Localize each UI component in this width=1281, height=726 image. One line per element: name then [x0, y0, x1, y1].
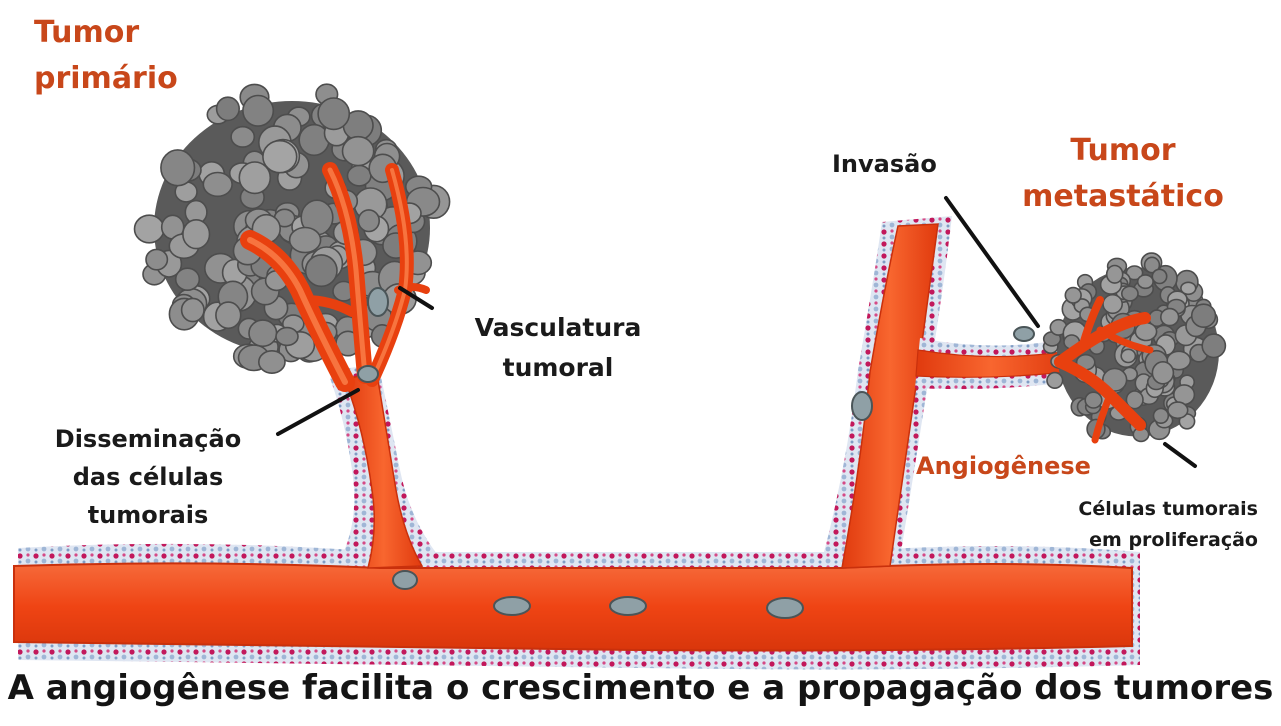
tumor-cell	[290, 228, 321, 253]
main-vessel-lumen	[14, 563, 1132, 650]
circulating-tumor-cell	[368, 288, 388, 316]
circulating-tumor-cell	[610, 597, 646, 615]
tumor-cell	[1107, 266, 1123, 284]
circulating-tumor-cell	[1014, 327, 1034, 341]
circulating-tumor-cell	[494, 597, 530, 615]
label-metastatic-tumor: Tumor metastático	[1018, 128, 1228, 220]
tumor-cell	[182, 298, 204, 321]
circulating-tumor-cell	[393, 571, 417, 589]
pointer-proliferating-cells	[1165, 444, 1195, 466]
tumor-cell	[259, 351, 285, 373]
circulating-tumor-cell	[767, 598, 803, 618]
tumor-cell	[1154, 408, 1169, 423]
tumor-cell	[318, 98, 349, 129]
tumor-cell	[1152, 269, 1166, 283]
tumor-cell	[243, 96, 273, 127]
tumor-cell	[1181, 282, 1196, 294]
tumor-cell	[276, 328, 298, 346]
label-angiogenesis: Angiogênese	[916, 452, 1091, 480]
label-tumor-vasculature: Vasculatura tumoral	[468, 308, 648, 388]
tumor-cell	[1192, 304, 1216, 327]
label-primary-tumor: Tumor primário	[34, 10, 178, 102]
tumor-cell	[1202, 334, 1225, 357]
tumor-cell	[263, 141, 297, 173]
label-proliferating-cells: Células tumorais em proliferação	[1030, 494, 1258, 556]
tumor-cell	[1138, 275, 1153, 288]
tumor-cell	[1161, 309, 1179, 326]
caption: A angiogênese facilita o crescimento e a…	[0, 668, 1281, 708]
tumor-cell	[1135, 323, 1156, 341]
tumor-cell	[1122, 286, 1138, 301]
label-dissemination: Disseminação das células tumorais	[36, 420, 260, 534]
circulating-tumor-cell	[358, 366, 378, 382]
circulating-tumor-cell	[852, 392, 872, 420]
tumor-cell	[231, 127, 254, 147]
tumor-cell	[135, 215, 164, 243]
tumor-cell	[1065, 288, 1081, 303]
tumor-cell	[1047, 373, 1063, 389]
tumor-cell	[1152, 362, 1173, 384]
tumor-cell	[306, 255, 337, 286]
tumor-cell	[161, 150, 195, 186]
tumor-cell	[1103, 295, 1122, 314]
tumor-cell	[358, 210, 379, 232]
tumor-cell	[203, 173, 232, 197]
tumor-cell	[348, 166, 371, 186]
label-invasion: Invasão	[832, 150, 937, 178]
tumor-cell	[1121, 349, 1135, 362]
tumor-cell	[1085, 392, 1102, 408]
tumor-cell	[343, 137, 374, 166]
tumor-cell	[1168, 402, 1188, 418]
tumor-cell	[217, 97, 240, 120]
tumor-cell	[146, 249, 167, 269]
main-vessel	[14, 544, 1140, 670]
tumor-cell	[176, 268, 200, 290]
tumor-cell	[249, 320, 277, 346]
tumor-cell	[216, 302, 241, 328]
tumor-cell	[183, 220, 210, 249]
